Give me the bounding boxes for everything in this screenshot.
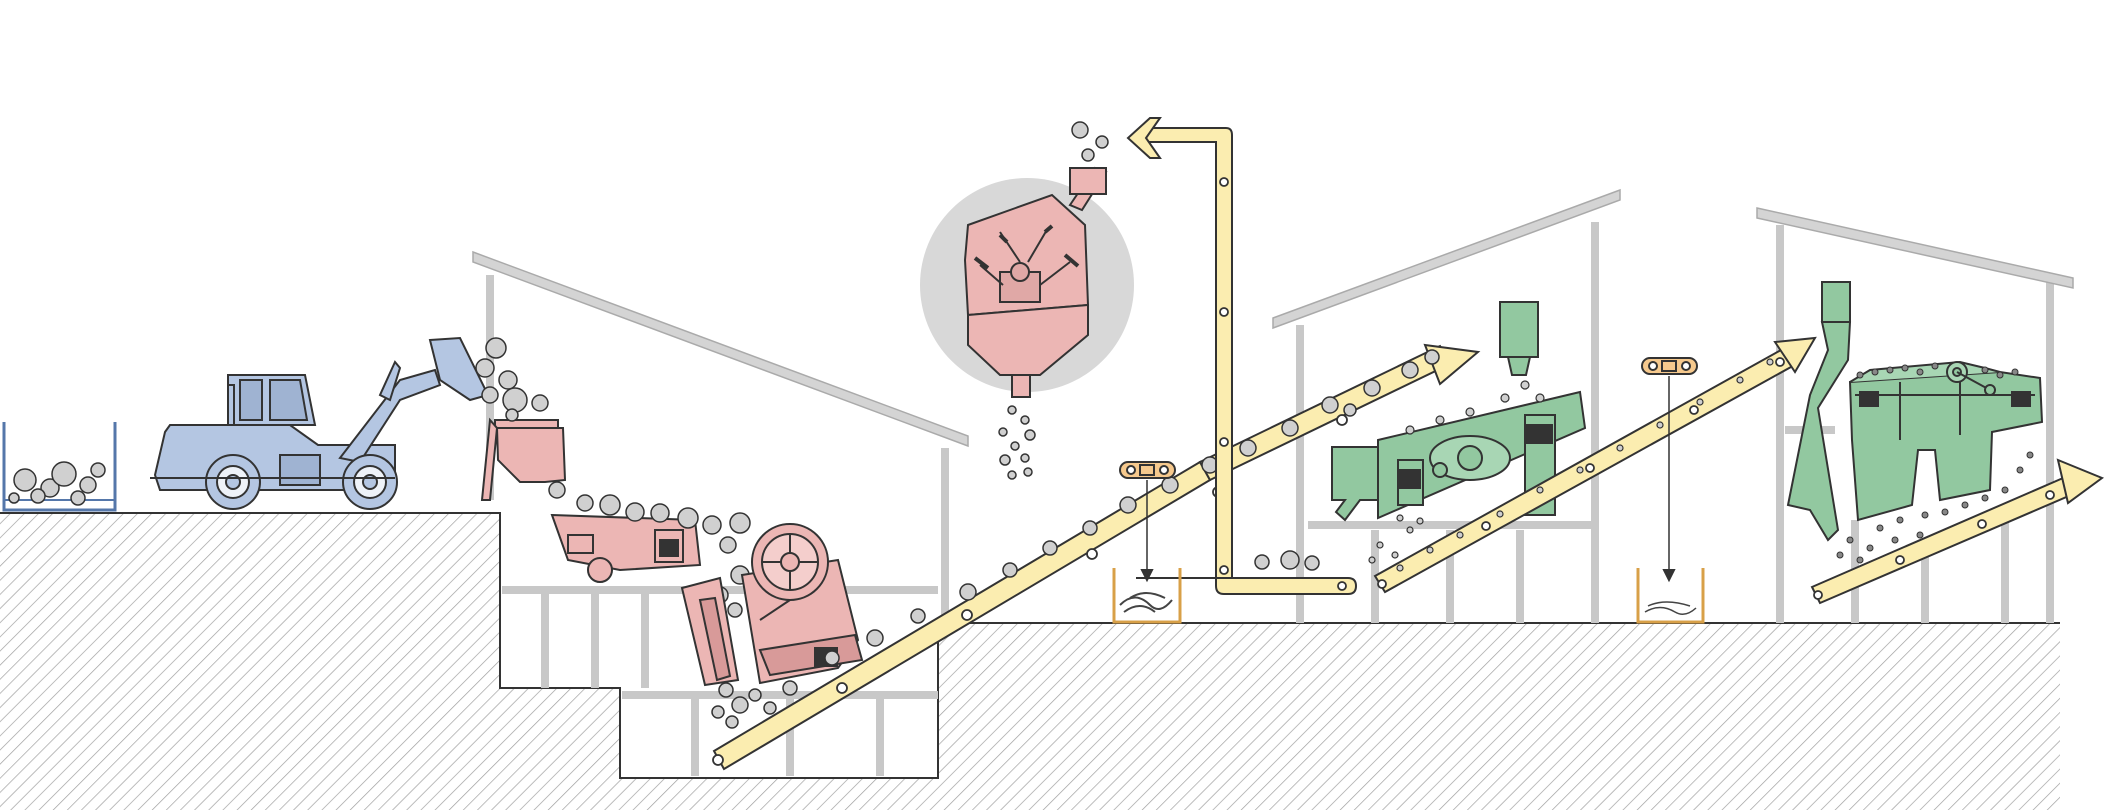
screening-building-roof [1272, 188, 1621, 330]
magnet-icon [1119, 461, 1176, 583]
wheel-loader-icon [150, 336, 490, 510]
vibrating-feeder-icon [550, 513, 702, 583]
scrap-bin-2 [1636, 568, 1705, 624]
hopper-icon [480, 417, 567, 501]
crushed-stones [711, 682, 777, 729]
return-conveyor-stones [1254, 550, 1320, 571]
feeder-stones [576, 494, 751, 618]
magnet-icon-2 [1641, 357, 1698, 583]
raw-stone-pile [8, 461, 106, 506]
washer-particles [1836, 362, 2034, 564]
impact-crusher-icon [920, 166, 1134, 398]
vibrating-screen-icon [1331, 301, 1587, 522]
sand-washer-icon [1786, 281, 2044, 542]
impact-crusher-output [998, 405, 1036, 480]
scrap-bin [1112, 568, 1182, 624]
recirculating-stones [1071, 121, 1109, 162]
secondary-conveyor-rollers [1377, 357, 1785, 589]
final-conveyor-rollers [1813, 490, 2055, 600]
return-conveyor-rollers [1219, 177, 1347, 591]
main-conveyor-stones [782, 349, 1440, 696]
primary-building-roof [472, 250, 969, 448]
hopper-stones [475, 337, 566, 499]
washing-building [1776, 225, 2054, 623]
raw-material-bin [2, 422, 117, 512]
secondary-conveyor-stones [1396, 358, 1774, 572]
ground [0, 512, 2060, 810]
return-conveyor [1126, 117, 1358, 595]
washing-building-roof [1756, 207, 2074, 289]
jaw-crusher-icon [680, 523, 864, 687]
